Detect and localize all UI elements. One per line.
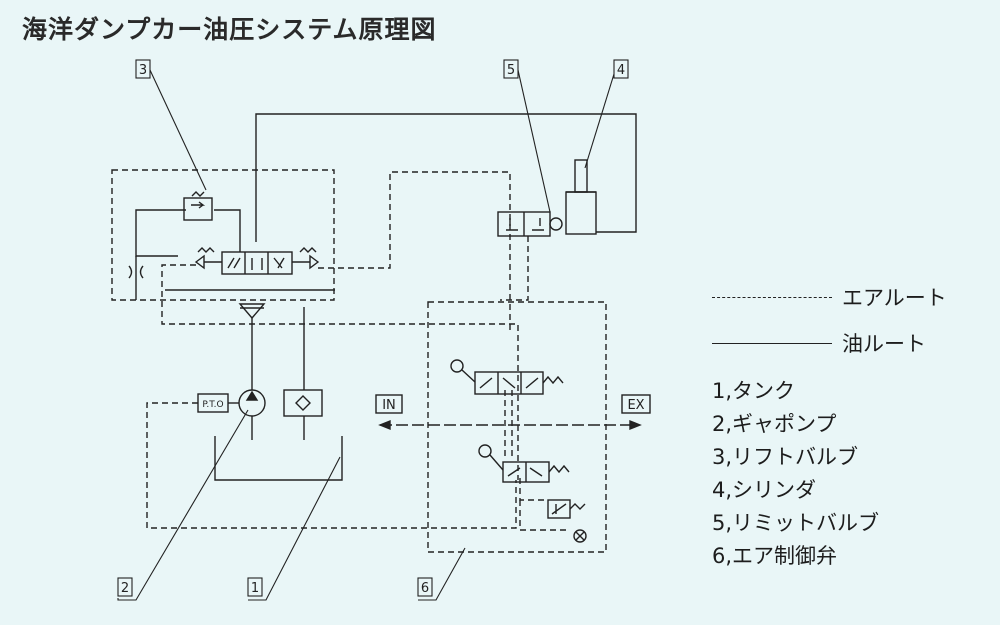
lift-valve: [128, 191, 320, 320]
parts-list-item: 2,ギャポンプ: [712, 412, 837, 436]
parts-list-item: 3,リフトバルブ: [712, 445, 859, 469]
legend-oil-line: [712, 342, 832, 344]
tank: [214, 416, 343, 481]
callout-6: 6: [421, 581, 429, 596]
ex-label: EX: [627, 398, 644, 413]
page-title: 海洋ダンプカー油圧システム原理図: [22, 15, 437, 44]
parts-list: 1,タンク 2,ギャポンプ 3,リフトバルブ 4,シリンダ 5,リミットバルブ …: [712, 375, 879, 573]
callout-1: 1: [251, 581, 259, 596]
parts-list-item: 5,リミットバルブ: [712, 511, 880, 535]
parts-list-item: 1,タンク: [712, 379, 796, 403]
parts-list-item: 4,シリンダ: [712, 478, 817, 502]
cylinder: [565, 159, 597, 235]
gear-pump: P.T.O: [197, 389, 266, 417]
air-control-valve: [450, 359, 587, 543]
legend-air-line: [712, 296, 832, 298]
callouts: 3 5 4 2 1 6: [117, 59, 629, 601]
air-routes: [111, 169, 607, 553]
limit-valve: [497, 211, 563, 237]
filter: [283, 389, 323, 417]
in-ex-line: IN EX: [375, 394, 651, 431]
callout-5: 5: [507, 63, 515, 78]
legend-air: エアルート: [712, 282, 947, 312]
legend-air-label: エアルート: [842, 286, 947, 310]
in-label: IN: [382, 398, 396, 413]
parts-list-item: 6,エア制御弁: [712, 544, 838, 568]
legend-oil: 油ルート: [712, 328, 926, 358]
oil-routes: [135, 113, 637, 390]
callout-3: 3: [139, 63, 147, 78]
pto-label: P.T.O: [202, 400, 223, 410]
legend-oil-label: 油ルート: [842, 332, 926, 356]
callout-4: 4: [617, 63, 625, 78]
callout-2: 2: [121, 581, 129, 596]
